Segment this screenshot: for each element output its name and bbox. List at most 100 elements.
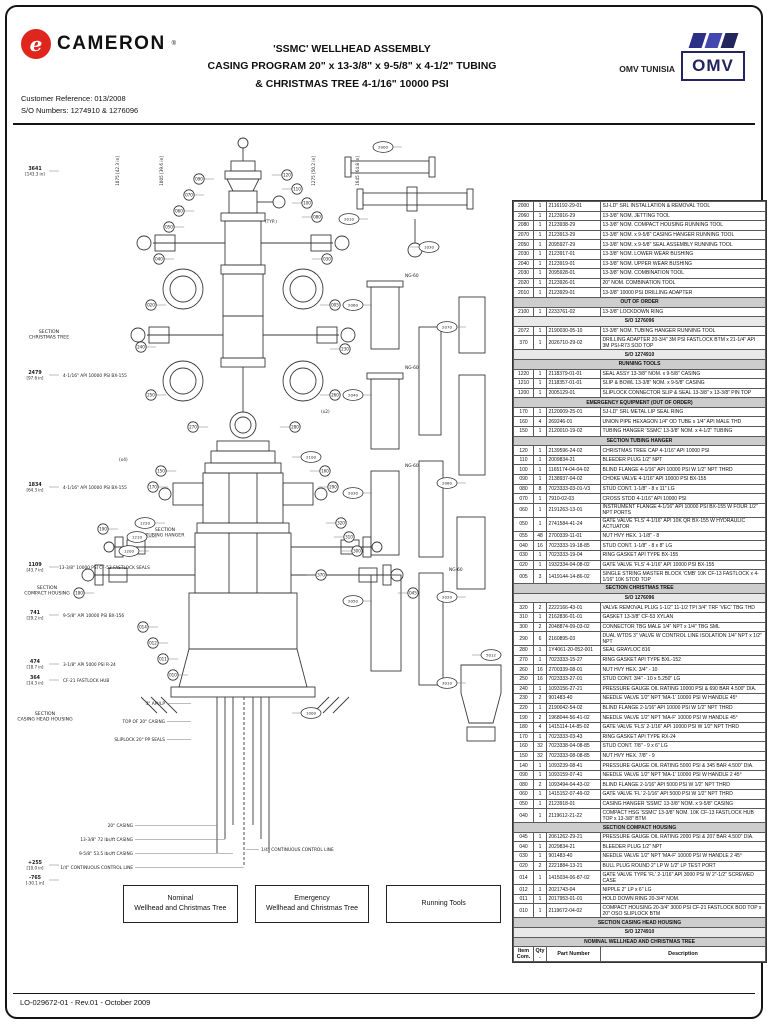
- balloon-number: 3010: [442, 681, 452, 686]
- bom-qty: 32: [533, 741, 547, 752]
- balloon: [97, 523, 109, 535]
- balloon: [135, 341, 147, 353]
- legend-label: Wellhead and Christmas Tree: [265, 905, 359, 912]
- casing-strings: [216, 697, 270, 867]
- bom-section-label: SECTION COMPACT HOUSING: [513, 822, 766, 833]
- balloon: [137, 621, 149, 633]
- bom-desc: 13-3/8" NOM. x 9-5/8" CASING HANGER RUNN…: [600, 229, 766, 241]
- balloon: [289, 421, 301, 433]
- bom-qty: 1: [533, 493, 547, 504]
- legend-label: Wellhead and Christmas Tree: [134, 905, 227, 912]
- bom-qty: 48: [533, 530, 547, 542]
- bom-part: 1165174-04-04-02: [546, 464, 601, 476]
- client-name: OMV TUNISIA: [619, 64, 675, 74]
- omv-logo-chevrons-icon: [681, 33, 745, 48]
- running-tools-group: [344, 156, 502, 742]
- bom-desc: SLIP & BOWL 13-3/8" NOM. x 9-5/8" CASING: [600, 378, 766, 389]
- bom-qty: 1: [533, 258, 547, 270]
- spec-label: NG-60: [405, 273, 419, 279]
- dimension-inches: [18.7 in]: [27, 665, 44, 670]
- bom-qty: 2: [533, 693, 547, 704]
- bom-qty: 1: [533, 454, 547, 466]
- bom-item: 040: [513, 841, 534, 853]
- balloon: [338, 213, 360, 225]
- balloon: [118, 545, 140, 557]
- bom-qty: 1: [533, 229, 547, 241]
- bom-desc: SEAL ASSY 13-3/8" NOM. x 9-5/8" CASING: [600, 368, 766, 380]
- spec-label: 4-1/16" API 10000 PSI BX-155: [63, 373, 127, 379]
- bom-item: 270: [513, 654, 534, 666]
- bom-part: 2118379-01-01: [546, 368, 601, 380]
- bom-item: 1200: [513, 387, 534, 399]
- bom-section-row: SECTION COMPACT HOUSING: [513, 822, 766, 833]
- bom-item: 050: [513, 798, 534, 810]
- bom-part: 2191263-13-01: [546, 502, 601, 518]
- bom-part: 7023333-03-01-V3: [546, 483, 601, 495]
- balloon-number: 310: [345, 535, 353, 540]
- balloon: [342, 487, 364, 499]
- balloon-number: 300: [353, 549, 361, 554]
- balloon-number: 100: [303, 201, 311, 206]
- bom-qty: 8: [533, 483, 547, 495]
- legend-label: Nominal: [167, 895, 194, 903]
- bom-desc: 13-3/8" NOM. x 9-5/8" SEAL ASSEMBLY RUNN…: [600, 239, 766, 250]
- balloon: [281, 169, 293, 181]
- bom-part: 2119672-04-02: [546, 903, 601, 919]
- legend-box-running-tools: Running Tools: [386, 885, 502, 923]
- balloon: [342, 299, 364, 311]
- balloon-number: 230: [341, 347, 349, 352]
- balloon-number: 2010: [344, 217, 354, 222]
- bom-desc: 13-3/8" NOM. LOWER WEAR BUSHING: [600, 248, 766, 260]
- bom-item: 170: [513, 731, 534, 743]
- balloon-number: 160: [321, 469, 329, 474]
- bom-desc: GATE VALVE 'FLS' 4-1/16" API 10000 PSI B…: [600, 559, 766, 571]
- bom-section-label: NOMINAL WELLHEAD AND CHRISTMAS TREE: [513, 936, 766, 948]
- bom-qty: 1: [533, 731, 547, 743]
- bom-desc: BULL PLUG ROUND 2" LP W 1/2" LP TEST POR…: [600, 860, 766, 872]
- spec-label: 4-1/16" API 10000 PSI BX-155: [63, 485, 127, 491]
- bom-item: 090: [513, 474, 534, 485]
- bom-item: 160: [513, 741, 534, 752]
- bom-desc: GATE VALVE 'FL' 2-1/16" API 5000 PSI W 1…: [600, 789, 766, 800]
- bom-qty: 1: [533, 325, 547, 337]
- spec-label: 20" CASING: [108, 823, 133, 829]
- balloon: [342, 389, 364, 401]
- balloon-number: 2080: [442, 481, 452, 486]
- spec-label: 1/4" CONTINUOUS CONTROL LINE: [60, 865, 133, 871]
- bom-part: 2222166-43-01: [546, 602, 601, 613]
- balloon-number: 014: [139, 625, 147, 630]
- bom-part: 2190042-54-02: [546, 702, 601, 714]
- balloon: [183, 189, 195, 201]
- balloon-number: 250: [147, 393, 155, 398]
- spec-label: CF-21 FASTLOCK HUB: [63, 678, 109, 684]
- balloon: [351, 545, 363, 557]
- spec-label: (x4): [119, 457, 128, 463]
- balloon: [147, 637, 159, 649]
- vertical-dimension: 1275 [50.2 in]: [311, 156, 316, 186]
- bom-item: 2040: [513, 258, 534, 270]
- bom-item: 005: [513, 569, 534, 585]
- bom-desc: BLEEDER PLUG 1/2" NPT: [600, 841, 766, 853]
- sheet-border: e CAMERON ® Customer Reference: 013/2008…: [5, 5, 767, 1019]
- balloon: [300, 707, 322, 719]
- bom-part: 2119612-21-22: [546, 808, 601, 824]
- bom-item: 180: [513, 721, 534, 733]
- bom-item: 040: [513, 808, 534, 824]
- spec-label: NG-60: [449, 567, 463, 573]
- spec-label: 3" API/LP: [146, 701, 166, 707]
